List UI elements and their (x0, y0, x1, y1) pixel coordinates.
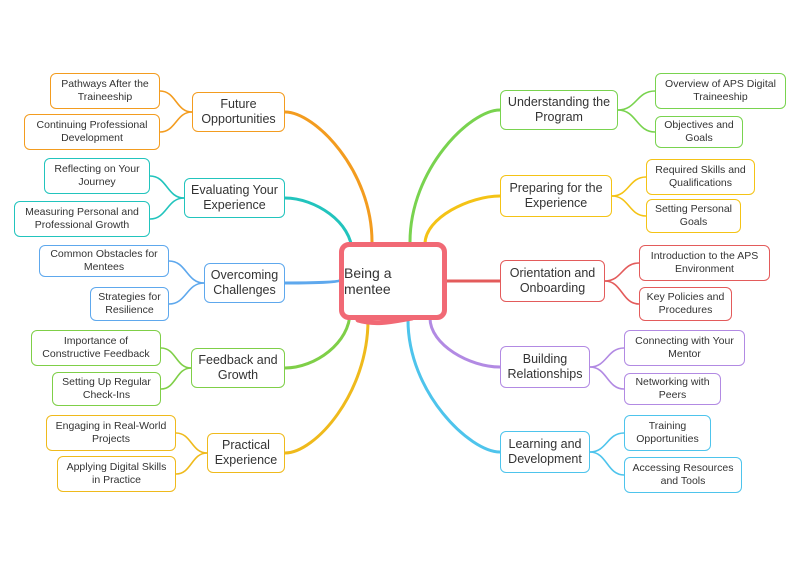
subtopic-setting-up-regular-check-ins[interactable]: Setting Up Regular Check-Ins (52, 372, 161, 406)
topic-future-opportunities[interactable]: Future Opportunities (192, 92, 285, 132)
central-topic[interactable]: Being a mentee (339, 242, 447, 320)
branch-line-building-relationships (428, 316, 502, 369)
topic-orientation-and-onboarding[interactable]: Orientation and Onboarding (500, 260, 605, 302)
topic-evaluating-your-experience[interactable]: Evaluating Your Experience (184, 178, 285, 218)
branch-line-understanding-the-program (408, 108, 502, 244)
child-line-pathways-after-the-traineeship (159, 90, 193, 113)
subtopic-key-policies-and-procedures[interactable]: Key Policies and Procedures (639, 287, 732, 321)
subtopic-networking-with-peers[interactable]: Networking with Peers (624, 373, 721, 405)
topic-feedback-and-growth[interactable]: Feedback and Growth (191, 348, 285, 388)
subtopic-continuing-professional-development[interactable]: Continuing Professional Development (24, 114, 160, 150)
branch-line-learning-and-development (406, 318, 502, 454)
branch-line-feedback-and-growth (283, 310, 352, 370)
topic-building-relationships[interactable]: Building Relationships (500, 346, 590, 388)
child-line-required-skills-and-qualifications (611, 176, 647, 197)
child-line-setting-personal-goals (611, 195, 647, 217)
child-line-measuring-personal-and-professional-growth (149, 197, 185, 220)
subtopic-setting-personal-goals[interactable]: Setting Personal Goals (646, 199, 741, 233)
branch-line-practical-experience (283, 318, 370, 455)
child-line-setting-up-regular-check-ins (160, 367, 192, 390)
subtopic-strategies-for-resilience[interactable]: Strategies for Resilience (90, 287, 169, 321)
topic-preparing-for-the-experience[interactable]: Preparing for the Experience (500, 175, 612, 217)
subtopic-importance-of-constructive-feedback[interactable]: Importance of Constructive Feedback (31, 330, 161, 366)
child-line-connecting-with-your-mentor (589, 347, 625, 368)
subtopic-reflecting-on-your-journey[interactable]: Reflecting on Your Journey (44, 158, 150, 194)
child-line-objectives-and-goals (617, 109, 656, 133)
subtopic-training-opportunities[interactable]: Training Opportunities (624, 415, 711, 451)
child-line-applying-digital-skills-in-practice (175, 452, 208, 475)
subtopic-common-obstacles-for-mentees[interactable]: Common Obstacles for Mentees (39, 245, 169, 277)
subtopic-connecting-with-your-mentor[interactable]: Connecting with Your Mentor (624, 330, 745, 366)
branch-line-future-opportunities (283, 110, 374, 244)
topic-understanding-the-program[interactable]: Understanding the Program (500, 90, 618, 130)
subtopic-overview-of-aps-digital-traineeship[interactable]: Overview of APS Digital Traineeship (655, 73, 786, 109)
topic-overcoming-challenges[interactable]: Overcoming Challenges (204, 263, 285, 303)
child-line-key-policies-and-procedures (604, 280, 640, 305)
child-line-accessing-resources-and-tools (589, 451, 625, 476)
subtopic-introduction-to-the-aps-environment[interactable]: Introduction to the APS Environment (639, 245, 770, 281)
child-line-common-obstacles-for-mentees (168, 260, 205, 284)
child-line-continuing-professional-development (159, 111, 193, 133)
branch-line-preparing-for-the-experience (423, 194, 502, 246)
child-line-engaging-in-real-world-projects (175, 432, 208, 454)
child-line-networking-with-peers (589, 366, 625, 390)
child-line-reflecting-on-your-journey (149, 175, 185, 199)
child-line-introduction-to-the-aps-environment (604, 262, 640, 282)
child-line-importance-of-constructive-feedback (160, 347, 192, 369)
topic-learning-and-development[interactable]: Learning and Development (500, 431, 590, 473)
subtopic-required-skills-and-qualifications[interactable]: Required Skills and Qualifications (646, 159, 755, 195)
child-line-overview-of-aps-digital-traineeship (617, 90, 656, 111)
child-line-training-opportunities (589, 432, 625, 453)
subtopic-pathways-after-the-traineeship[interactable]: Pathways After the Traineeship (50, 73, 160, 109)
subtopic-engaging-in-real-world-projects[interactable]: Engaging in Real-World Projects (46, 415, 176, 451)
branch-line-overcoming-challenges (283, 279, 341, 285)
subtopic-measuring-personal-and-professional-growth[interactable]: Measuring Personal and Professional Grow… (14, 201, 150, 237)
subtopic-accessing-resources-and-tools[interactable]: Accessing Resources and Tools (624, 457, 742, 493)
subtopic-objectives-and-goals[interactable]: Objectives and Goals (655, 116, 743, 148)
child-line-strategies-for-resilience (168, 282, 205, 305)
topic-practical-experience[interactable]: Practical Experience (207, 433, 285, 473)
subtopic-applying-digital-skills-in-practice[interactable]: Applying Digital Skills in Practice (57, 456, 176, 492)
